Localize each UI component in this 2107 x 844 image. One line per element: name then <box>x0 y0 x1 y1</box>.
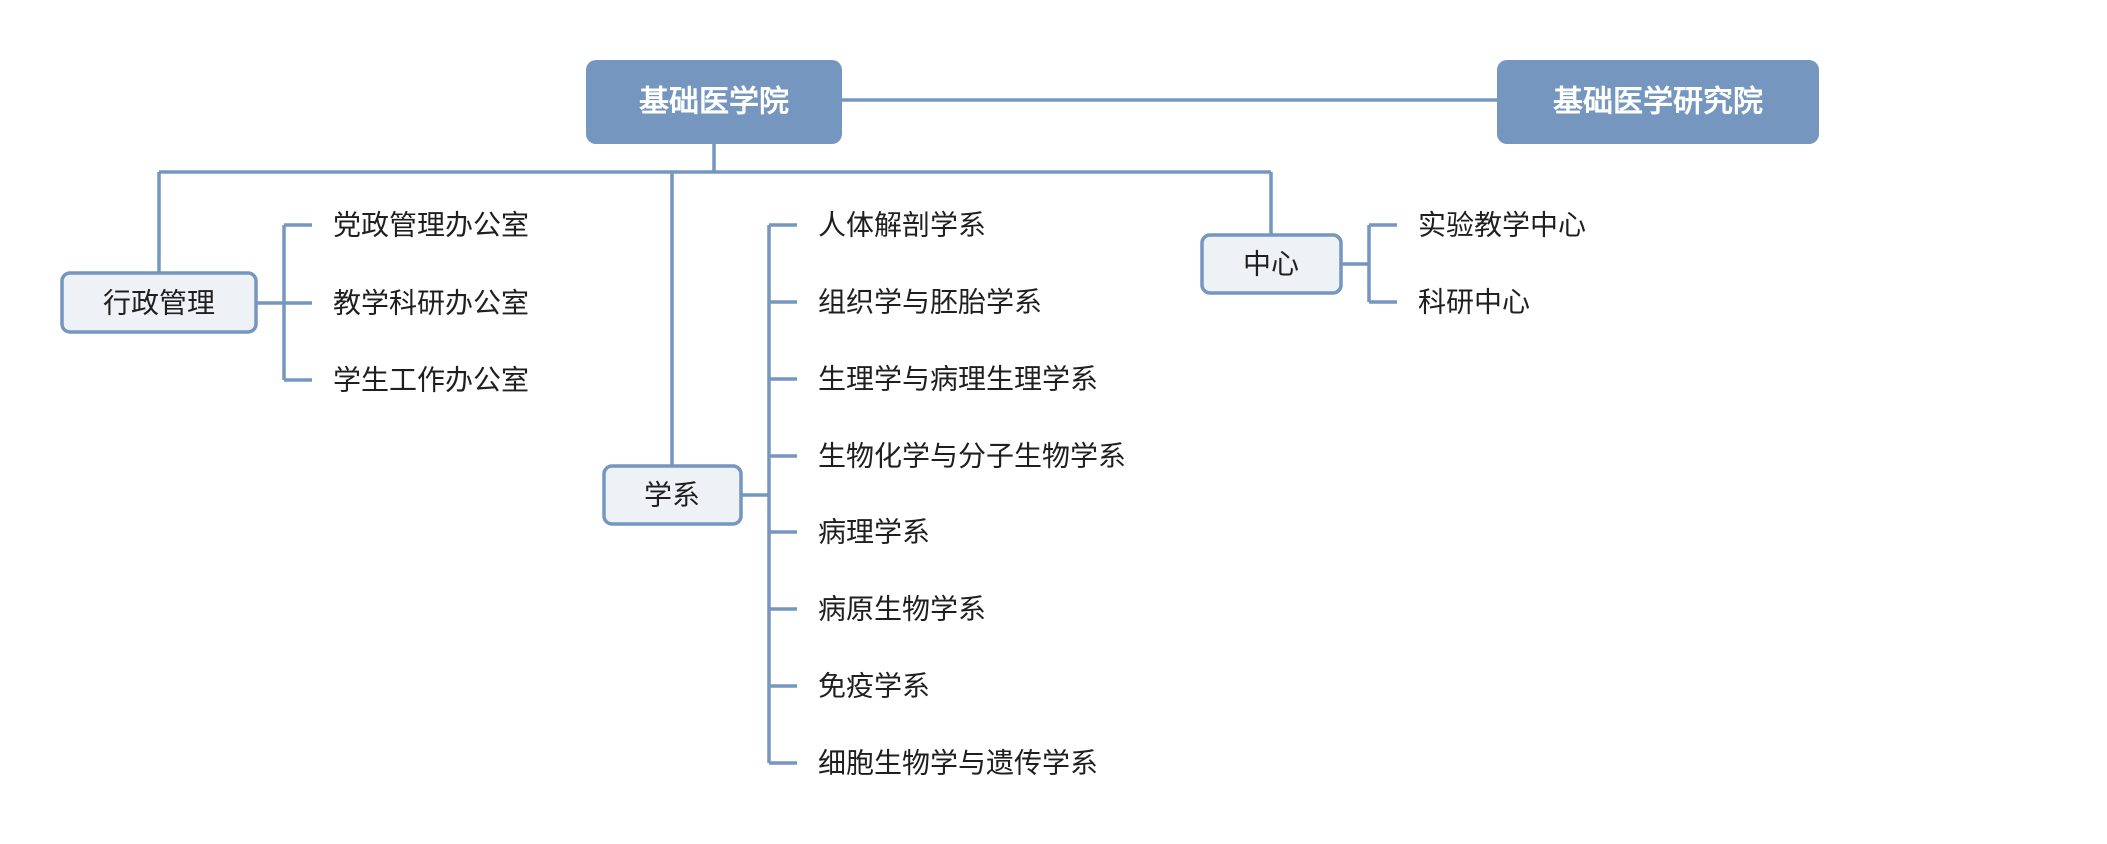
department-item: 免疫学系 <box>818 670 930 703</box>
admin-item: 党政管理办公室 <box>333 209 529 242</box>
department-item: 细胞生物学与遗传学系 <box>818 747 1098 780</box>
center-item: 实验教学中心 <box>1418 209 1586 242</box>
root-node: 基础医学院 <box>586 60 842 144</box>
department-item: 人体解剖学系 <box>818 209 986 242</box>
admin-items: 党政管理办公室 教学科研办公室 学生工作办公室 <box>333 209 529 397</box>
centers-node: 中心 <box>1200 233 1343 295</box>
partner-node: 基础医学研究院 <box>1497 60 1819 144</box>
department-item: 组织学与胚胎学系 <box>818 286 1042 319</box>
admin-item: 学生工作办公室 <box>333 364 529 397</box>
partner-label: 基础医学研究院 <box>1553 85 1763 120</box>
admin-label: 行政管理 <box>103 287 215 320</box>
partner-box <box>1497 60 1819 144</box>
centers-label: 中心 <box>1243 248 1299 281</box>
root-box <box>586 60 842 144</box>
department-item: 病理学系 <box>818 516 930 549</box>
center-items: 实验教学中心 科研中心 <box>1418 209 1586 319</box>
root-label: 基础医学院 <box>639 85 789 120</box>
departments-box <box>602 464 743 526</box>
departments-node: 学系 <box>602 464 743 526</box>
department-item: 病原生物学系 <box>818 593 986 626</box>
department-items: 人体解剖学系 组织学与胚胎学系 生理学与病理生理学系 生物化学与分子生物学系 病… <box>818 209 1126 780</box>
admin-item: 教学科研办公室 <box>333 287 529 320</box>
center-item: 科研中心 <box>1418 286 1530 319</box>
department-item: 生理学与病理生理学系 <box>818 363 1098 396</box>
admin-node: 行政管理 <box>60 271 258 334</box>
centers-box <box>1200 233 1343 295</box>
departments-label: 学系 <box>644 479 700 512</box>
admin-box <box>60 271 258 334</box>
department-item: 生物化学与分子生物学系 <box>818 440 1126 473</box>
connectors <box>157 98 1497 765</box>
